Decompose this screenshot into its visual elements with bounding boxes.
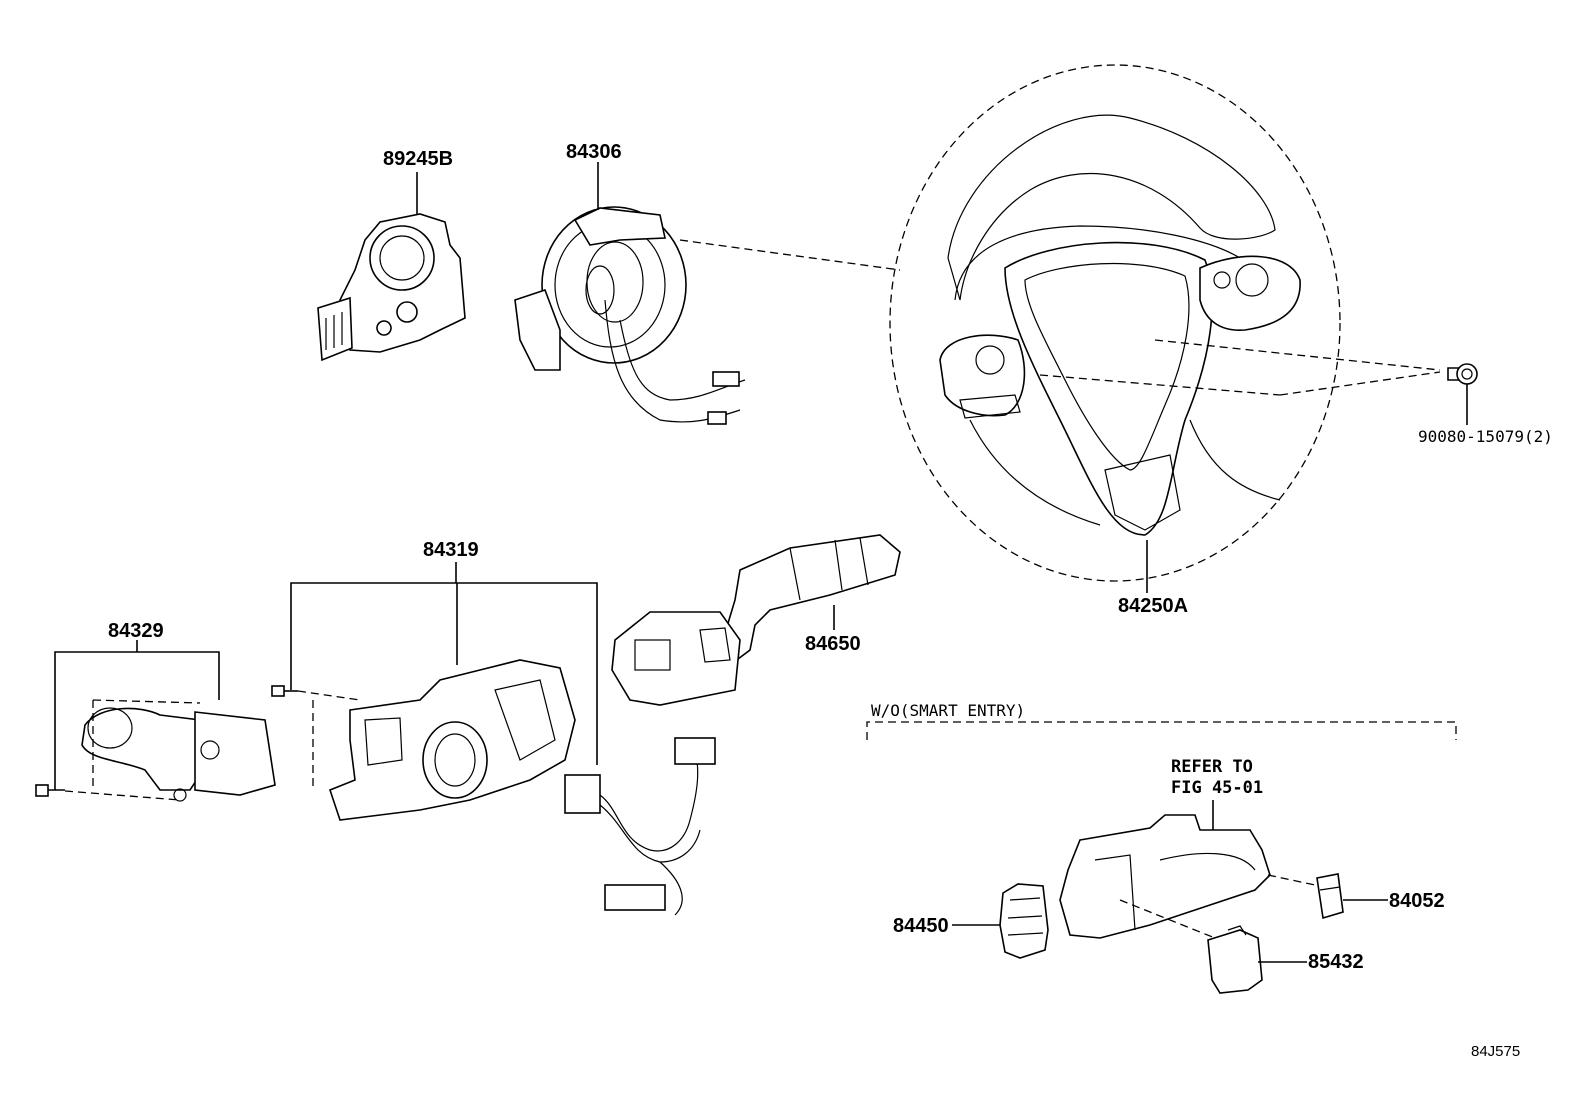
switch-assy-screw-drawing <box>271 685 298 697</box>
variant-section-bracket <box>866 721 1457 740</box>
steering-wheel-drawing <box>889 64 1341 582</box>
steering-sensor-drawing <box>317 213 466 362</box>
spiral-to-wheel-dashed-line <box>679 239 901 271</box>
spiral-cable-drawing <box>514 206 746 425</box>
part-label-90080-15079[interactable]: 90080-15079(2) <box>1418 427 1553 446</box>
steering-column-drawing <box>1059 814 1271 939</box>
screw-drawing <box>1447 363 1478 385</box>
switch-screw-dashed-line <box>297 690 361 701</box>
screw-dashed-line-lower <box>1039 374 1281 396</box>
ignition-switch-drawing <box>999 883 1049 959</box>
figure-id: 84J575 <box>1471 1043 1520 1060</box>
switch-body-drawing <box>329 659 576 821</box>
refer-note-line2[interactable]: FIG 45-01 <box>1171 778 1263 798</box>
steering-wheel-outline <box>889 64 1341 582</box>
refer-note-line1[interactable]: REFER TO <box>1171 757 1253 777</box>
switch-assy-bracket <box>290 582 598 765</box>
switch-85432-drawing <box>1207 925 1263 994</box>
part-label-85432[interactable]: 85432 <box>1308 951 1364 973</box>
light-switch-dashed-bottom <box>64 790 181 801</box>
part-label-84450[interactable]: 84450 <box>893 915 949 937</box>
wiper-switch-drawing <box>611 534 901 706</box>
part-label-84319[interactable]: 84319 <box>423 539 479 561</box>
variant-note: W/O(SMART ENTRY) <box>871 701 1025 720</box>
screw-dashed-line-join <box>1279 371 1441 396</box>
part-label-84306[interactable]: 84306 <box>566 141 622 163</box>
column-to-84052-dashed-line <box>1267 874 1316 886</box>
part-label-84329[interactable]: 84329 <box>108 620 164 642</box>
screw-dashed-line-upper <box>1154 339 1441 371</box>
part-label-89245B[interactable]: 89245B <box>383 148 453 170</box>
column-to-85432-dashed-line <box>1119 899 1221 941</box>
part-label-84650[interactable]: 84650 <box>805 633 861 655</box>
wire-harness-drawing <box>564 737 716 916</box>
switch-84052-drawing <box>1316 873 1344 920</box>
light-switch-drawing <box>81 707 276 802</box>
light-switch-screw-drawing <box>35 784 65 797</box>
part-label-84052[interactable]: 84052 <box>1389 890 1445 912</box>
light-switch-dashed-top <box>92 699 201 704</box>
part-label-84250A[interactable]: 84250A <box>1118 595 1188 617</box>
